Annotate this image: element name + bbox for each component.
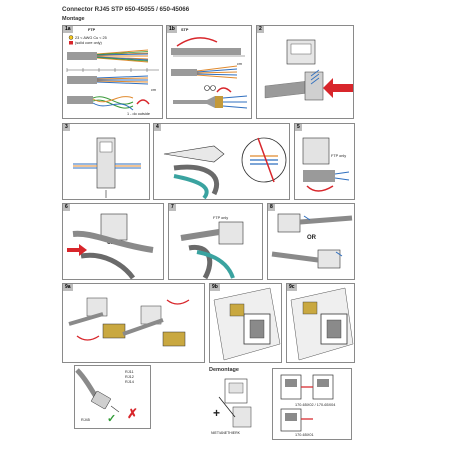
or-label: OR [307, 235, 316, 241]
caption-text: NIET/ANETHIERK [211, 431, 240, 435]
stp-preparation-illustration [171, 37, 248, 109]
release-tool-illustration: + [213, 378, 252, 428]
ftp-only-label: FTP only [213, 216, 229, 220]
twist-instruction: 1 - do outside [127, 112, 151, 116]
module-mounting-illustration [68, 297, 190, 347]
step-number: 1a [63, 26, 73, 33]
connector-close-illustration [67, 213, 154, 279]
panel-step-2: 2 [256, 25, 354, 119]
stp-label: STP [181, 28, 189, 32]
svg-text:+: + [213, 406, 220, 420]
shield-fold-illustration [302, 137, 350, 192]
awg-note-text: (solid core only) [75, 41, 102, 45]
panel-plug-compatibility: RJ11 RJ12 RJ14 RJ45 ✓ ✗ [74, 365, 151, 429]
section-heading-montage: Montage [62, 16, 85, 22]
panel-step-3: 3 [62, 123, 150, 200]
step-number: 4 [154, 124, 161, 131]
panel-step-7: 7 FTP only [168, 203, 263, 280]
cm-label: cm [151, 88, 157, 92]
panel-demontage-modules: 170-65X02 / 170-65X04 170-65X01 [272, 368, 352, 440]
document-title: Connector RJ45 STP 650-45055 / 650-45066 [62, 6, 190, 13]
step-number: 8 [268, 204, 275, 211]
step-number: 6 [63, 204, 70, 211]
rj12-label: RJ12 [125, 375, 134, 379]
crimping-pliers-illustration [163, 137, 287, 199]
step-number: 9a [63, 284, 73, 291]
module-label-bottom: 170-65X01 [295, 433, 314, 437]
panel-step-9c: 9c [286, 283, 355, 363]
panel-step-9b: 9b [209, 283, 282, 363]
panel-step-6: 6 CLICK [62, 203, 164, 280]
awg-range-text: 23 < AWG Cu < 25 [75, 36, 107, 40]
wire-insertion-illustration [73, 137, 141, 198]
rj11-label: RJ11 [125, 370, 134, 374]
section-heading-demontage: Demontage [209, 367, 239, 373]
panel-step-5: 5 FTP only [294, 123, 355, 200]
ok-check-icon: ✓ [107, 413, 117, 425]
step-number: 3 [63, 124, 70, 131]
ftp-only-label: FTP only [331, 154, 347, 158]
step-number: 9b [210, 284, 220, 291]
cable-into-connector-illustration [264, 39, 353, 101]
panel-step-1a: 1a FTP 23 < AWG Cu < 25 (solid core only… [62, 25, 163, 119]
step-number: 1b [167, 26, 177, 33]
panel-step-9a: 9a [62, 283, 205, 363]
panel-step-4: 4 [153, 123, 290, 200]
cm-label: cm [237, 62, 243, 66]
not-allowed-cross-icon: ✗ [127, 406, 138, 421]
panel-step-8: 8 OR [267, 203, 355, 280]
trim-shield-illustration [180, 221, 244, 279]
cable-stripping-illustration [66, 35, 159, 111]
rj14-label: RJ14 [125, 380, 134, 384]
step-number: 9c [287, 284, 297, 291]
panel-demontage-tool: NIET/ANETHIERK + [209, 377, 266, 439]
wall-plate-illustration [213, 287, 281, 361]
wall-plate-alt-illustration [290, 287, 354, 361]
step-number: 2 [257, 26, 264, 33]
module-release-illustration [280, 374, 334, 432]
step-number: 7 [169, 204, 176, 211]
ftp-label: FTP [88, 28, 96, 32]
panel-step-1b: 1b STP cm [166, 25, 252, 119]
step-number: 5 [295, 124, 302, 131]
module-label-top: 170-65X02 / 170-65X04 [295, 403, 336, 407]
rj45-label: RJ45 [81, 418, 90, 422]
cable-tie-options-illustration [271, 213, 353, 269]
rj-plug-illustration [75, 368, 120, 413]
